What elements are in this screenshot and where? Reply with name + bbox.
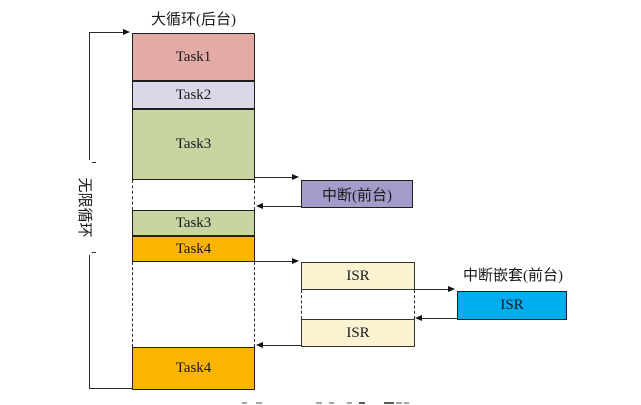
task4-to-isr-arrow: [255, 257, 299, 264]
loop-top-arrow: [89, 28, 130, 35]
task1-block: Task1: [132, 33, 255, 81]
interrupt-return-arrow: [256, 202, 301, 209]
isr-top-block: ISR: [301, 262, 415, 290]
isr-suspend-gap: [132, 262, 255, 347]
task3-resume-block: Task3: [132, 210, 255, 236]
infinite-loop-label: 无限循环: [75, 160, 92, 255]
isr-to-nested-isr-arrow: [415, 285, 455, 292]
nested-isr-block: ISR: [457, 291, 567, 320]
isr-bottom-block: ISR: [301, 319, 415, 347]
nested-isr-return-arrow: [415, 314, 458, 321]
task2-block: Task2: [132, 81, 255, 109]
background-loop-title: 大循环(后台): [151, 12, 236, 28]
task3-to-interrupt-arrow: [255, 173, 299, 180]
task4-resume-block: Task4: [132, 347, 255, 390]
isr-nested-gap: [301, 290, 415, 319]
interrupt-suspend-gap: [132, 180, 255, 210]
task4-block: Task4: [132, 236, 255, 262]
loop-bottom-line: [89, 388, 132, 390]
isr-return-to-task4-arrow: [256, 341, 301, 348]
task3-block: Task3: [132, 109, 255, 180]
nested-interrupt-title: 中断嵌套(前台): [463, 268, 563, 284]
interrupt-foreground-block: 中断(前台): [301, 180, 413, 208]
